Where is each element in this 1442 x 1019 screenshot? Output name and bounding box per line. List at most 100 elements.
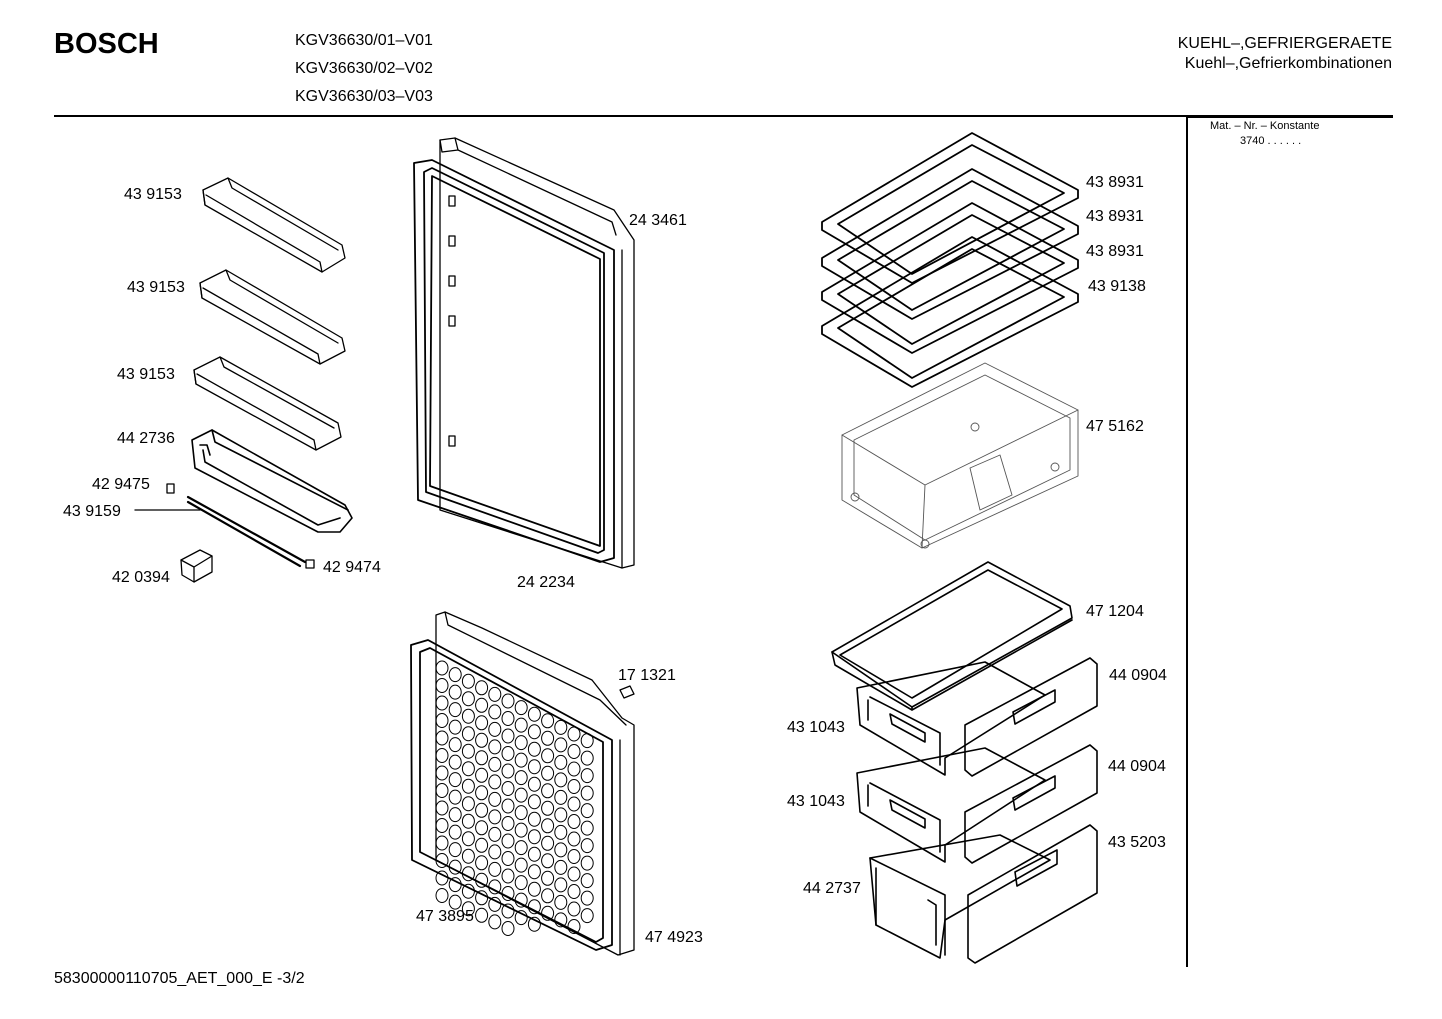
dimple	[567, 866, 581, 882]
dimple	[527, 881, 541, 897]
dimple	[527, 916, 541, 932]
glass-shelf-pane	[837, 248, 1065, 379]
part-label: 24 3461	[629, 212, 687, 229]
dimple	[501, 921, 515, 936]
dimple	[501, 816, 515, 831]
part-label: 44 0904	[1109, 667, 1167, 684]
dimple	[541, 748, 555, 764]
dimple	[567, 814, 581, 829]
brand-logo: BOSCH	[54, 28, 159, 60]
dimple	[541, 888, 555, 904]
dimple	[448, 754, 462, 770]
dimple	[488, 774, 502, 790]
part-label: 17 1321	[618, 667, 676, 684]
dimple	[527, 759, 541, 775]
glass-shelf	[821, 132, 1079, 284]
part-label: 47 1204	[1086, 603, 1144, 620]
part-label: 43 9153	[124, 186, 182, 203]
dimple	[501, 798, 515, 814]
door-bin	[191, 429, 353, 533]
dimple	[501, 868, 515, 884]
side-column-rule	[1186, 117, 1188, 967]
dimple	[501, 728, 515, 744]
dimple	[567, 796, 581, 812]
part-label: 44 0904	[1108, 758, 1166, 775]
dimple	[527, 794, 541, 810]
dimple	[514, 857, 528, 873]
dimple	[514, 840, 528, 856]
freezer-drawer-1	[856, 661, 1046, 776]
dimple	[554, 912, 568, 928]
dimple	[475, 820, 489, 836]
dimple	[580, 838, 594, 854]
dimple	[567, 901, 581, 917]
drawer-front-1	[964, 657, 1098, 777]
dimple	[580, 855, 594, 871]
dimple	[580, 785, 594, 801]
dimple	[461, 761, 475, 777]
dimple	[567, 726, 581, 742]
dimple	[554, 877, 568, 893]
part-label: 43 9153	[117, 366, 175, 383]
dimple	[461, 691, 475, 707]
dimple	[567, 831, 581, 847]
dimple	[527, 776, 541, 792]
dimple	[448, 807, 462, 823]
dimple	[514, 717, 528, 733]
dimple	[567, 744, 581, 759]
mat-label: Mat. – Nr. – Konstante	[1210, 120, 1320, 132]
dimple	[567, 849, 581, 864]
freezer-drawer-2	[856, 747, 1046, 863]
dimple	[580, 890, 594, 906]
dimple	[580, 873, 594, 889]
dimple	[488, 879, 502, 895]
dimple	[527, 899, 541, 915]
dimple	[514, 892, 528, 908]
freezer-door-stopper	[619, 685, 635, 699]
dimple	[435, 748, 449, 763]
dimple	[488, 809, 502, 825]
dimple	[554, 719, 568, 735]
dimple	[527, 724, 541, 740]
dimple	[514, 910, 528, 926]
dimple	[435, 800, 449, 816]
part-label: 43 9159	[63, 503, 121, 520]
dimple	[488, 721, 502, 737]
dimple	[448, 719, 462, 735]
dimple	[541, 835, 555, 851]
dimple	[567, 779, 581, 794]
dimple	[501, 781, 515, 796]
dimple	[435, 730, 449, 746]
freezer-door	[435, 611, 635, 956]
glass-shelf	[821, 236, 1079, 388]
dimple	[461, 831, 475, 847]
bin-clip-right	[305, 559, 315, 569]
dimple	[580, 768, 594, 784]
part-label: 42 0394	[112, 569, 170, 586]
dimple	[435, 695, 449, 711]
dimple	[514, 735, 528, 751]
dimple	[514, 822, 528, 838]
dimple	[541, 905, 555, 921]
end-cap	[180, 549, 213, 583]
part-label: 43 1043	[787, 793, 845, 810]
dimple	[501, 746, 515, 761]
dimple	[448, 702, 462, 718]
dimple	[475, 680, 489, 696]
part-label: 47 4923	[645, 929, 703, 946]
dimple	[475, 697, 489, 713]
dimple	[501, 693, 515, 709]
dimple	[448, 789, 462, 805]
dimple	[448, 842, 462, 858]
dimple	[475, 785, 489, 801]
dimple	[580, 733, 594, 749]
dimple	[461, 866, 475, 882]
dimple	[461, 708, 475, 724]
freezer-gasket	[410, 639, 613, 951]
dimple	[514, 787, 528, 803]
dimple	[488, 826, 502, 842]
dimple	[448, 859, 462, 875]
dimple	[488, 844, 502, 860]
dimple	[580, 908, 594, 924]
